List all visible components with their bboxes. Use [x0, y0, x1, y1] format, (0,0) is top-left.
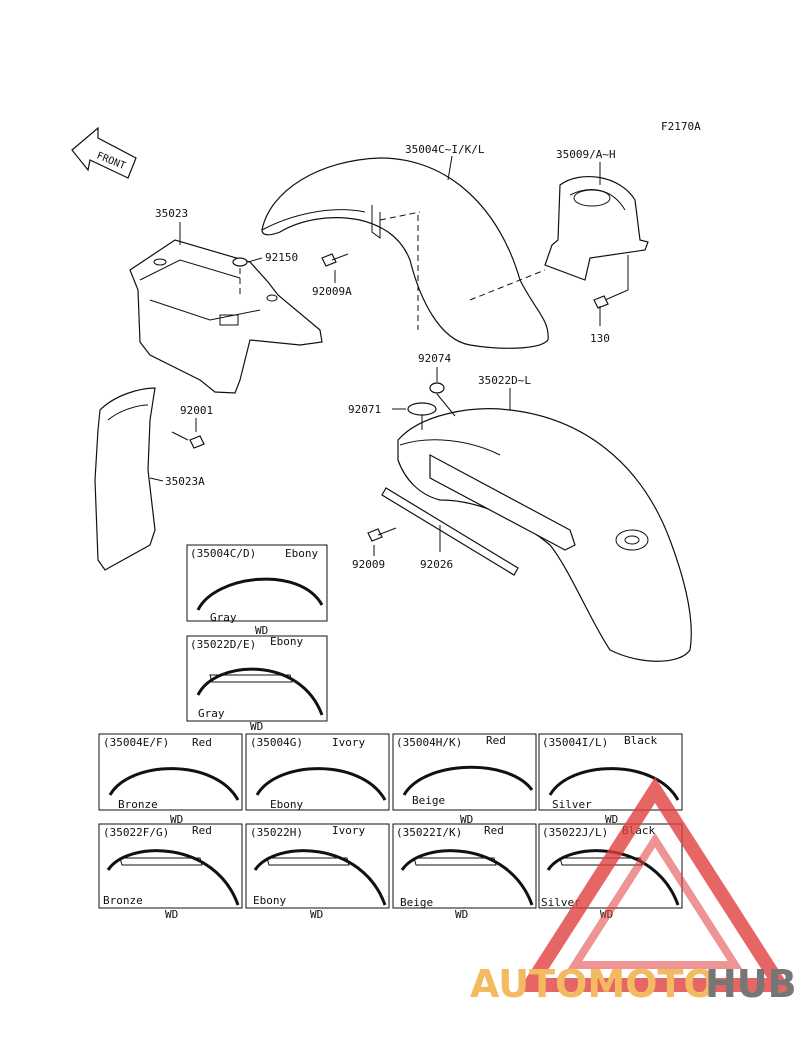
variant-note: WD	[455, 908, 468, 921]
label-92150: 92150	[265, 251, 298, 264]
label-130: 130	[590, 332, 610, 345]
variant-code: (35004H/K)	[396, 736, 462, 749]
variant-note: WD	[605, 813, 618, 826]
variant-box-3: (35004E/F) Red Bronze WD	[98, 733, 243, 826]
variant-note: WD	[255, 624, 268, 637]
front-arrow-icon: FRONT	[71, 126, 137, 179]
label-92009: 92009	[352, 558, 385, 571]
variant-code: (35022H)	[250, 826, 303, 839]
variant-top-color: Ivory	[332, 824, 365, 837]
variant-top-color: Red	[192, 736, 212, 749]
variant-bottom-color: Silver	[541, 896, 581, 909]
battery-case-bracket	[129, 239, 323, 394]
watermark-logo: AUTOMOTO HUB	[470, 777, 797, 1006]
side-cover	[94, 387, 156, 571]
variant-note: WD	[460, 813, 473, 826]
variant-box-1: (35004C/D) Ebony Gray WD	[186, 544, 328, 637]
variant-bottom-color: Bronze	[103, 894, 143, 907]
variant-bottom-color: Beige	[412, 794, 445, 807]
label-35023: 35023	[155, 207, 188, 220]
strap-92026	[381, 487, 519, 576]
variant-bottom-color: Ebony	[270, 798, 303, 811]
label-92071: 92071	[348, 403, 381, 416]
variant-note: WD	[165, 908, 178, 921]
label-35004c: 35004C~I/K/L	[405, 143, 485, 156]
variant-note: WD	[310, 908, 323, 921]
watermark-text-hub: HUB	[705, 962, 797, 1006]
variant-bottom-color: Ebony	[253, 894, 286, 907]
variant-bottom-color: Gray	[210, 611, 237, 624]
rear-fender	[397, 408, 692, 662]
label-92009a: 92009A	[312, 285, 352, 298]
variant-box-7: (35022F/G) Red Bronze WD	[98, 823, 243, 921]
variant-code: (35004E/F)	[103, 736, 169, 749]
variant-code: (35022D/E)	[190, 638, 256, 651]
variant-bottom-color: Silver	[552, 798, 592, 811]
variant-box-5: (35004H/K) Red Beige WD	[392, 733, 537, 826]
variant-note: WD	[170, 813, 183, 826]
bolt-92001-icon	[171, 431, 205, 449]
label-35009: 35009/A~H	[556, 148, 616, 161]
variant-code: (35022I/K)	[396, 826, 462, 839]
variant-bottom-color: Beige	[400, 896, 433, 909]
bolt-130-icon	[593, 295, 609, 326]
bolt-92009-icon	[367, 527, 397, 542]
damper-92074-icon	[429, 382, 445, 394]
variant-note: WD	[250, 720, 263, 733]
variant-code: (35022F/G)	[103, 826, 169, 839]
variant-top-color: Black	[624, 734, 657, 747]
label-92074: 92074	[418, 352, 451, 365]
variant-code: (35004G)	[250, 736, 303, 749]
variant-code: (35004I/L)	[542, 736, 608, 749]
variant-top-color: Red	[486, 734, 506, 747]
label-35023a: 35023A	[165, 475, 205, 488]
variant-top-color: Ebony	[270, 635, 303, 648]
washer-92071-icon	[407, 402, 437, 416]
variant-bottom-color: Gray	[198, 707, 225, 720]
bolt-92009a-icon	[321, 253, 349, 267]
variant-top-color: Red	[484, 824, 504, 837]
watermark-triangle-icon	[517, 777, 793, 992]
label-35022d: 35022D~L	[478, 374, 531, 387]
variant-top-color: Ebony	[285, 547, 318, 560]
grommet-92150-icon	[232, 257, 248, 267]
variant-box-6: (35004I/L) Black Silver WD	[538, 733, 683, 826]
fender-bracket	[544, 176, 649, 281]
variant-box-9: (35022I/K) Red Beige WD	[392, 823, 537, 921]
variant-box-4: (35004G) Ivory Ebony	[245, 733, 390, 811]
label-92001: 92001	[180, 404, 213, 417]
variant-top-color: Ivory	[332, 736, 365, 749]
variant-code: (35004C/D)	[190, 547, 256, 560]
variant-top-color: Red	[192, 824, 212, 837]
variant-box-8: (35022H) Ivory Ebony WD	[245, 823, 390, 921]
variant-code: (35022J/L)	[542, 826, 608, 839]
front-fender	[261, 157, 549, 349]
label-92026: 92026	[420, 558, 453, 571]
variant-box-2: (35022D/E) Ebony Gray WD	[186, 635, 328, 733]
variant-bottom-color: Bronze	[118, 798, 158, 811]
watermark-text-auto: AUTOMOTO	[470, 962, 716, 1006]
diagram-code: F2170A	[661, 120, 701, 133]
